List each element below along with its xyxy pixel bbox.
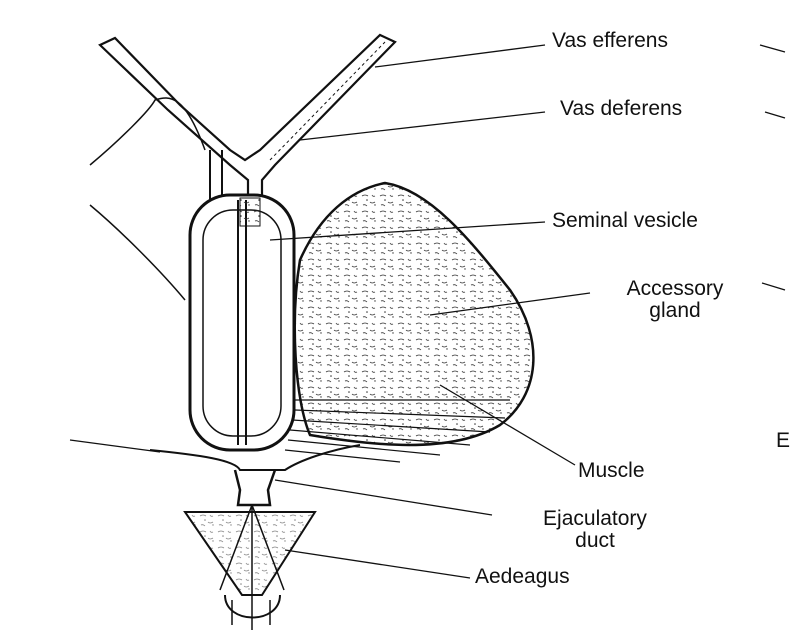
leader-vas-deferens-tick: [765, 112, 785, 118]
label-accessory-gland-line1: Accessory: [590, 278, 760, 300]
label-accessory-gland: Accessory gland: [590, 278, 760, 322]
label-ejaculatory-duct-line1: Ejaculatory: [490, 508, 700, 530]
label-vas-deferens: Vas deferens: [560, 98, 682, 120]
leader-vas-deferens: [300, 112, 545, 140]
label-edge-fragment: E: [776, 430, 790, 452]
seminal-vesicle-shape: [190, 195, 294, 450]
membrane-outline: [90, 98, 205, 165]
label-ejaculatory-duct: Ejaculatory duct: [490, 508, 700, 552]
label-vas-efferens: Vas efferens: [552, 30, 668, 52]
label-accessory-gland-line2: gland: [590, 300, 760, 322]
leader-ejaculatory-duct: [275, 480, 492, 515]
label-aedeagus: Aedeagus: [475, 566, 570, 588]
ejaculatory-duct-shape: [235, 470, 275, 505]
aedeagus-shape: [185, 505, 315, 630]
leader-accessory-tick: [762, 283, 785, 290]
vas-efferens-tubes: [100, 35, 395, 205]
label-ejaculatory-duct-line2: duct: [490, 530, 700, 552]
leader-vas-efferens-tick: [760, 45, 785, 52]
label-seminal-vesicle: Seminal vesicle: [552, 210, 698, 232]
leader-vas-efferens: [375, 45, 545, 67]
leader-aedeagus: [285, 550, 470, 578]
leader-left-edge: [70, 440, 160, 452]
accessory-gland-shape: [295, 183, 534, 445]
membrane-outline-lower: [90, 205, 185, 300]
label-muscle: Muscle: [578, 460, 645, 482]
